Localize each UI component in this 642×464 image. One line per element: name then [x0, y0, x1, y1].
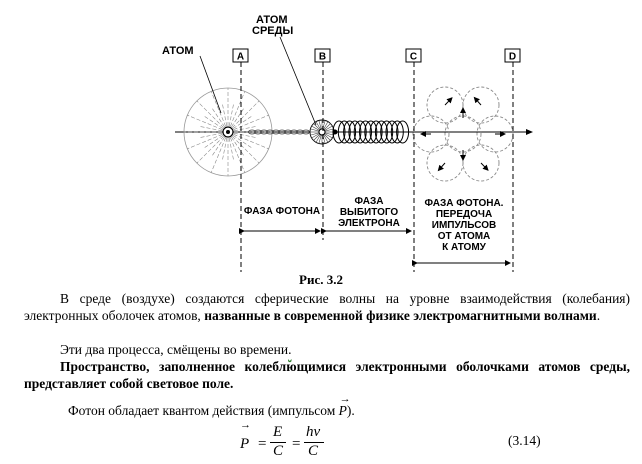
label-atom: АТОМ [162, 45, 194, 57]
svg-text:ОТ АТОМА: ОТ АТОМА [438, 231, 491, 242]
label-c: C [410, 52, 417, 63]
svg-text:ФАЗА: ФАЗА [355, 196, 384, 207]
svg-text:ФАЗА ФОТОНА.: ФАЗА ФОТОНА. [425, 198, 504, 209]
formula-3-14: → P = E C = hν C [236, 428, 356, 464]
atom-large [184, 88, 272, 176]
svg-text:ЭЛЕКТРОНА: ЭЛЕКТРОНА [338, 218, 400, 229]
wave-circles [413, 87, 513, 181]
svg-text:К АТОМУ: К АТОМУ [442, 242, 487, 253]
svg-text:ИМПУЛЬСОВ: ИМПУЛЬСОВ [432, 220, 496, 231]
svg-text:ПЕРЕДОЧА: ПЕРЕДОЧА [436, 209, 492, 220]
paragraph-2: Эти два процесса, смёщены во времени. [60, 341, 620, 358]
phase-electron-label: ФАЗА ВЫБИТОГО ЭЛЕКТРОНА [338, 196, 400, 229]
phase-transfer-label: ФАЗА ФОТОНА. ПЕРЕДОЧА ИМПУЛЬСОВ ОТ АТОМА… [425, 198, 504, 253]
label-a: A [237, 52, 244, 63]
figure-caption: Рис. 3.2 [0, 272, 642, 288]
label-b: B [319, 52, 326, 63]
paragraph-3: Пространство, заполненное колеблющимися … [24, 358, 630, 392]
figure-3-2: A B C D АТОМ АТОМ СРЕДЫ ФАЗА ФОТОНА ФАЗА… [0, 0, 642, 272]
label-d: D [509, 52, 516, 63]
phase-photon-label: ФАЗА ФОТОНА [244, 206, 320, 217]
equation-number: (3.14) [508, 433, 541, 449]
svg-text:ВЫБИТОГО: ВЫБИТОГО [340, 207, 399, 218]
paragraph-1: В среде (воздухе) создаются сферические … [24, 290, 630, 324]
label-atom-medium-2: СРЕДЫ [252, 25, 293, 37]
paragraph-4: Фотон обладает квантом действия (импульс… [68, 402, 628, 419]
atom-medium [310, 120, 334, 144]
